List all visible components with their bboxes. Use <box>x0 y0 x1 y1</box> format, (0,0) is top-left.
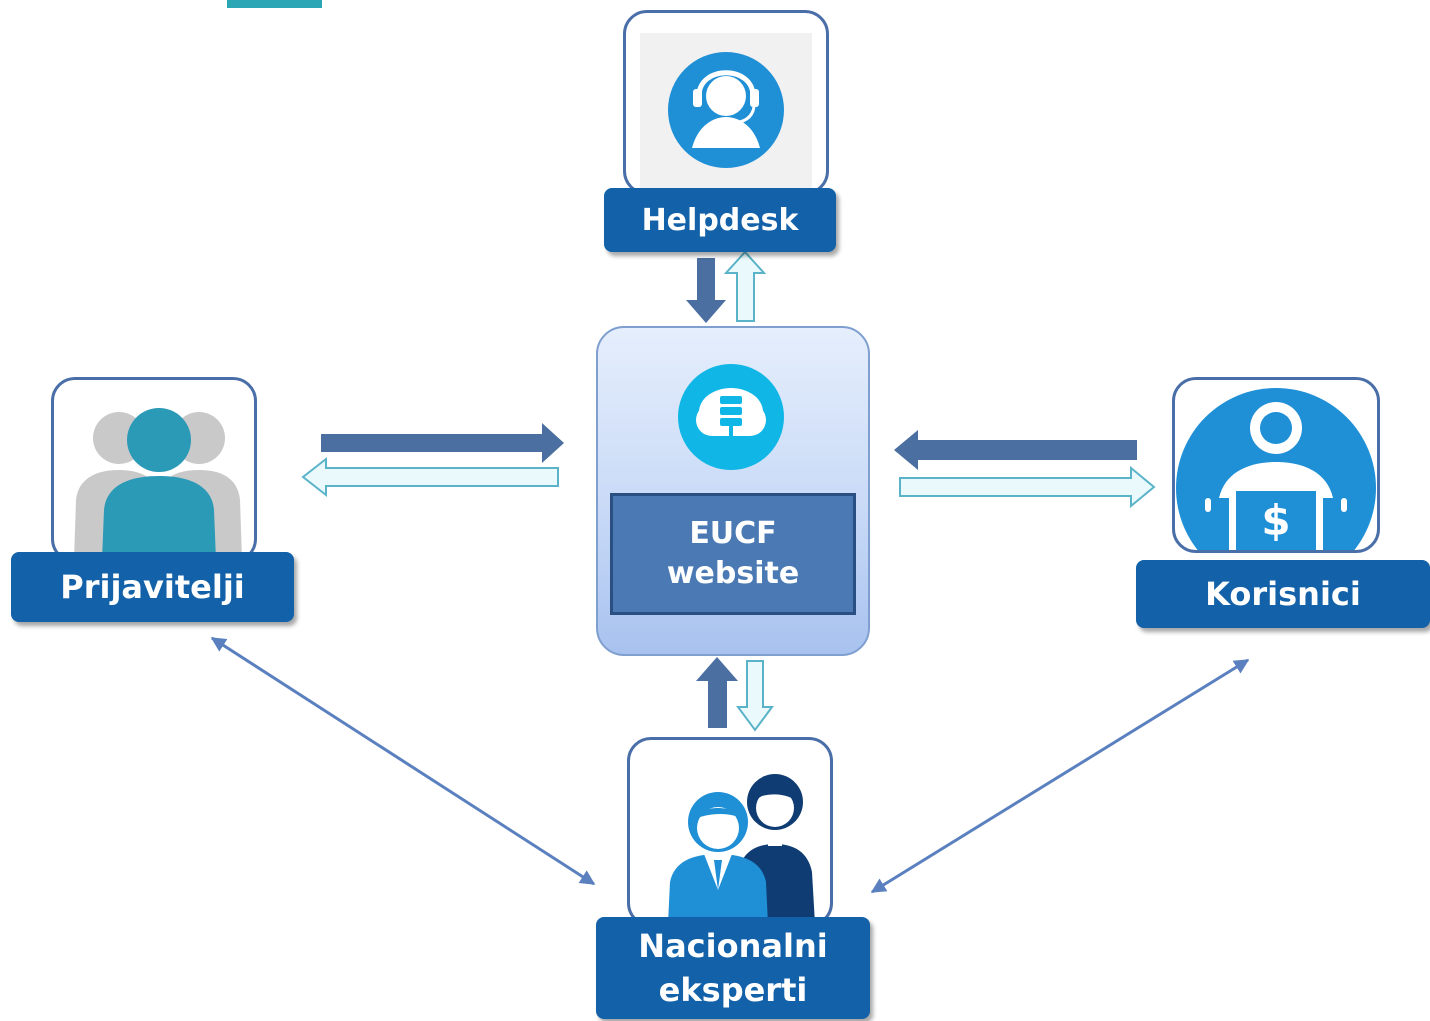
user-money-icon: $ <box>1176 388 1376 550</box>
arrow-korisnici-to-center <box>894 430 1137 470</box>
korisnici-label-text: Korisnici <box>1205 575 1361 613</box>
nacionalni-label: Nacionalni eksperti <box>596 917 870 1019</box>
nacionalni-card <box>627 737 833 927</box>
arrow-center-to-nacionalni <box>736 660 774 732</box>
arrow-center-to-korisnici <box>899 465 1156 509</box>
experts-pair-icon <box>668 774 815 924</box>
nacionalni-label-line2: eksperti <box>658 971 808 1009</box>
prijavitelji-label: Prijavitelji <box>11 552 294 622</box>
corner-tab-decoration <box>227 0 322 8</box>
korisnici-card: $ <box>1172 377 1380 553</box>
eucf-label-line1: EUCF <box>689 516 777 551</box>
helpdesk-label: Helpdesk <box>604 188 836 252</box>
users-group-icon <box>74 408 242 560</box>
korisnici-label: Korisnici <box>1136 560 1430 628</box>
eucf-website-label: EUCF website <box>610 493 856 615</box>
prijavitelji-card <box>51 377 257 563</box>
arrow-prijavitelji-to-center <box>321 423 564 463</box>
headset-support-icon <box>640 33 812 192</box>
nacionalni-label-line1: Nacionalni <box>638 927 828 965</box>
cloud-server-icon <box>678 364 784 470</box>
connector-prijavitelji-nacionalni <box>210 636 596 886</box>
prijavitelji-label-text: Prijavitelji <box>60 568 245 606</box>
svg-text:$: $ <box>1261 496 1290 545</box>
eucf-label-line2: website <box>666 556 800 591</box>
helpdesk-label-text: Helpdesk <box>641 202 799 238</box>
arrow-center-to-prijavitelji <box>301 456 559 498</box>
arrow-helpdesk-to-center <box>686 258 726 323</box>
helpdesk-card <box>623 10 829 195</box>
connector-korisnici-nacionalni <box>870 658 1250 894</box>
arrow-nacionalni-to-center <box>696 657 738 728</box>
arrow-center-to-helpdesk <box>723 250 767 322</box>
